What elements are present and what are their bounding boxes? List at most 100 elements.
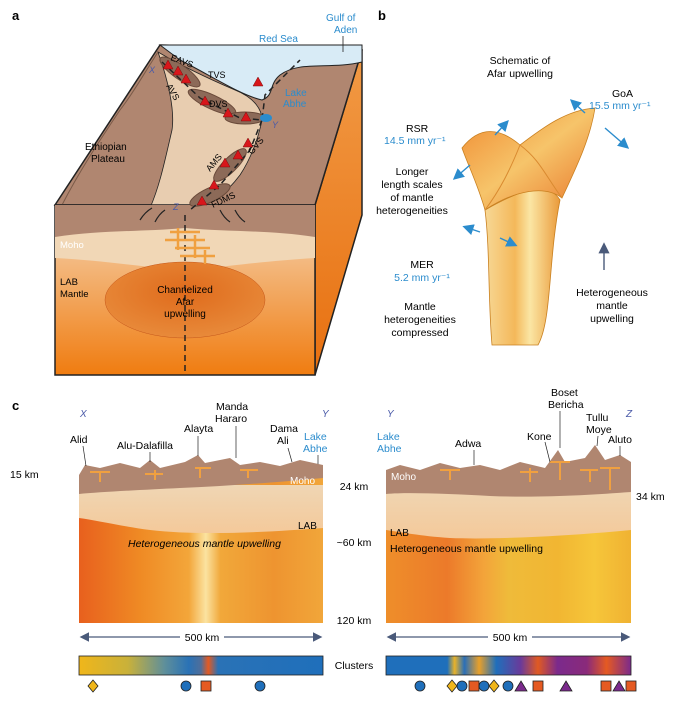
cluster-bar-right [385,655,632,676]
section-right-dikes [440,461,620,490]
sec-right-y: Y [387,409,395,420]
rsr-rate: 14.5 mm yr⁻¹ [384,135,446,147]
mantle-label-a: Mantle [60,289,89,300]
plateau-edge [61,51,159,206]
diamond-marker [87,679,99,693]
circle-marker [414,680,426,692]
panel-b-plume [461,107,596,346]
x-marker: X [148,65,156,75]
triangle-marker [559,680,573,692]
section-left-leaders [82,426,319,467]
hetero-label-3: upwelling [590,313,634,325]
mer-rate: 5.2 mm yr⁻¹ [394,272,450,284]
volcano-markers [162,59,264,206]
sec-right-moho: Moho [391,472,416,483]
goa-rate: 15.5 mm yr⁻¹ [589,100,651,112]
panel-a-block [53,44,364,376]
upwelling-label-a-2: Afar [176,297,195,308]
ethiopian-plateau-label-2: Plateau [91,154,125,165]
hetero-label-1: Heterogeneous [576,287,648,299]
longer-label-3: of mantle [390,192,433,204]
circle-marker [254,680,266,692]
sec-left-dama-1: Dama [270,423,298,435]
plume-fold [484,144,563,211]
compressed-label-2: heterogeneities [384,314,456,326]
gulf-aden-label-1: Gulf of [326,13,356,24]
sec-right-kone: Kone [527,431,552,443]
sec-left-y: Y [322,409,330,420]
circle-marker [502,680,514,692]
lake-abhe-dot [260,114,272,122]
sec-left-alu: Alu-Dalafilla [117,440,173,452]
depth-60: ~60 km [337,537,372,549]
mer-label: MER [410,259,434,271]
cluster-bar-left [78,655,324,676]
depth-120: 120 km [337,615,372,627]
sec-left-manda-1: Manda [216,401,248,413]
y-marker: Y [272,120,279,130]
circle-marker [478,680,490,692]
panel-b-letter: b [378,8,386,23]
sec-left-alayta: Alayta [184,423,213,435]
section-labels: X Y Alid Alu-Dalafilla Alayta Manda Hara… [10,387,665,627]
scale-right-gap [488,630,532,644]
longer-label-1: Longer [396,166,429,178]
sec-left-lake-1: Lake [304,431,327,443]
sec-right-lake-1: Lake [377,431,400,443]
square-marker [468,680,480,692]
sec-right-boset-2: Bericha [548,399,584,411]
sec-right-aluto: Aluto [608,434,632,446]
section-right-crust [386,445,631,497]
longer-label-4: heterogeneities [376,205,448,217]
clusters-label: Clusters [335,660,374,672]
sec-right-upwelling: Heterogeneous mantle upwelling [390,543,543,555]
sec-right-lab: LAB [390,528,409,539]
square-marker [200,680,212,692]
faults [139,207,246,223]
cluster-markers-left [87,679,266,693]
rsr-label: RSR [406,123,429,135]
scale-left-gap [180,630,224,644]
panel-c-letter: c [12,398,19,413]
panel-a-letter: a [12,8,20,23]
goa-arrow-2 [604,127,630,149]
sec-right-adwa: Adwa [455,438,481,450]
sec-left-moho-depth: 15 km [10,469,39,481]
z-marker: Z [172,202,179,212]
square-marker [532,680,544,692]
tvs-label: TVS [208,70,226,80]
sec-left-dama-2: Ali [277,435,289,447]
red-sea-label: Red Sea [259,34,298,45]
compressed-label-1: Mantle [404,301,436,313]
section-right-leaders [473,411,621,465]
sec-left-lake-2: Abhe [303,443,328,455]
section-left-dikes [90,467,258,482]
mer-arrow [462,224,481,235]
triangle-marker [514,680,528,692]
scale-right-label: 500 km [493,632,528,644]
goa-arrow [569,99,586,114]
lake-abhe-label-1: Lake [285,88,307,99]
sec-left-x: X [79,409,87,420]
goa-label: GoA [612,88,633,100]
circle-marker [456,680,468,692]
triangle-marker [612,680,626,692]
sec-right-tullu-1: Tullu [586,412,609,424]
section-right-crust-lower [386,485,631,539]
rsr-arrow-2 [452,164,471,180]
dvs-label: DVS [209,99,228,109]
gulf-aden-label-2: Aden [334,25,357,36]
hetero-label-2: mantle [596,300,628,312]
scale-left-label: 500 km [185,632,220,644]
depth-24: 24 km [340,481,369,493]
plume-body [484,188,561,346]
compressed-label-3: compressed [391,327,448,339]
section-left-crust-lower [79,485,323,534]
lake-abhe-label-2: Abhe [283,99,307,110]
sec-right-z: Z [625,409,633,420]
ethiopian-plateau-label-1: Ethiopian [85,142,127,153]
sec-right-boset-1: Boset [551,387,578,399]
dikes [165,228,215,264]
sec-left-lab: LAB [298,521,317,532]
square-marker [600,680,612,692]
